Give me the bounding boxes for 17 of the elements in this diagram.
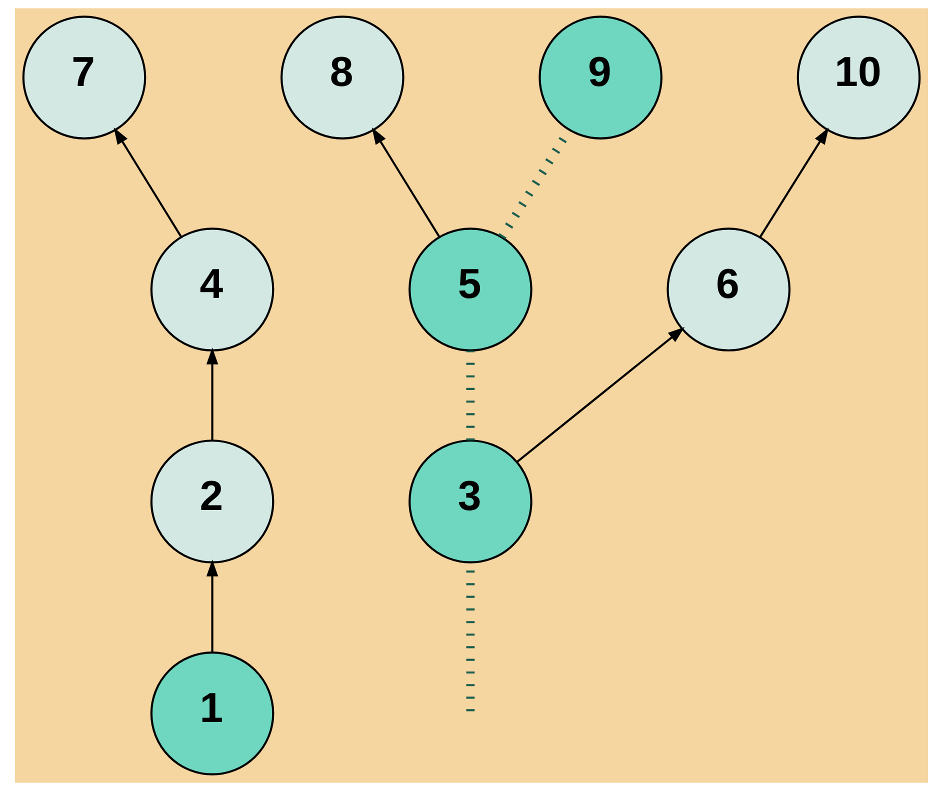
- node-circle: 2: [150, 440, 274, 564]
- arrow: [206, 560, 218, 652]
- node-circle: 7: [22, 16, 146, 140]
- node-circle: 5: [408, 228, 532, 352]
- arrow: [759, 128, 829, 238]
- node-circle: 4: [150, 228, 274, 352]
- arrow: [516, 326, 685, 463]
- arrow: [114, 127, 182, 238]
- node-circle: 10: [796, 16, 921, 140]
- node-circle: 8: [280, 16, 404, 140]
- arrow: [206, 348, 218, 440]
- node-circle: 3: [408, 440, 532, 564]
- node-circle: 1: [150, 652, 274, 776]
- connector: [466, 350, 475, 440]
- node-circle: 9: [538, 16, 662, 140]
- arrow: [372, 127, 440, 238]
- connector: [498, 128, 572, 240]
